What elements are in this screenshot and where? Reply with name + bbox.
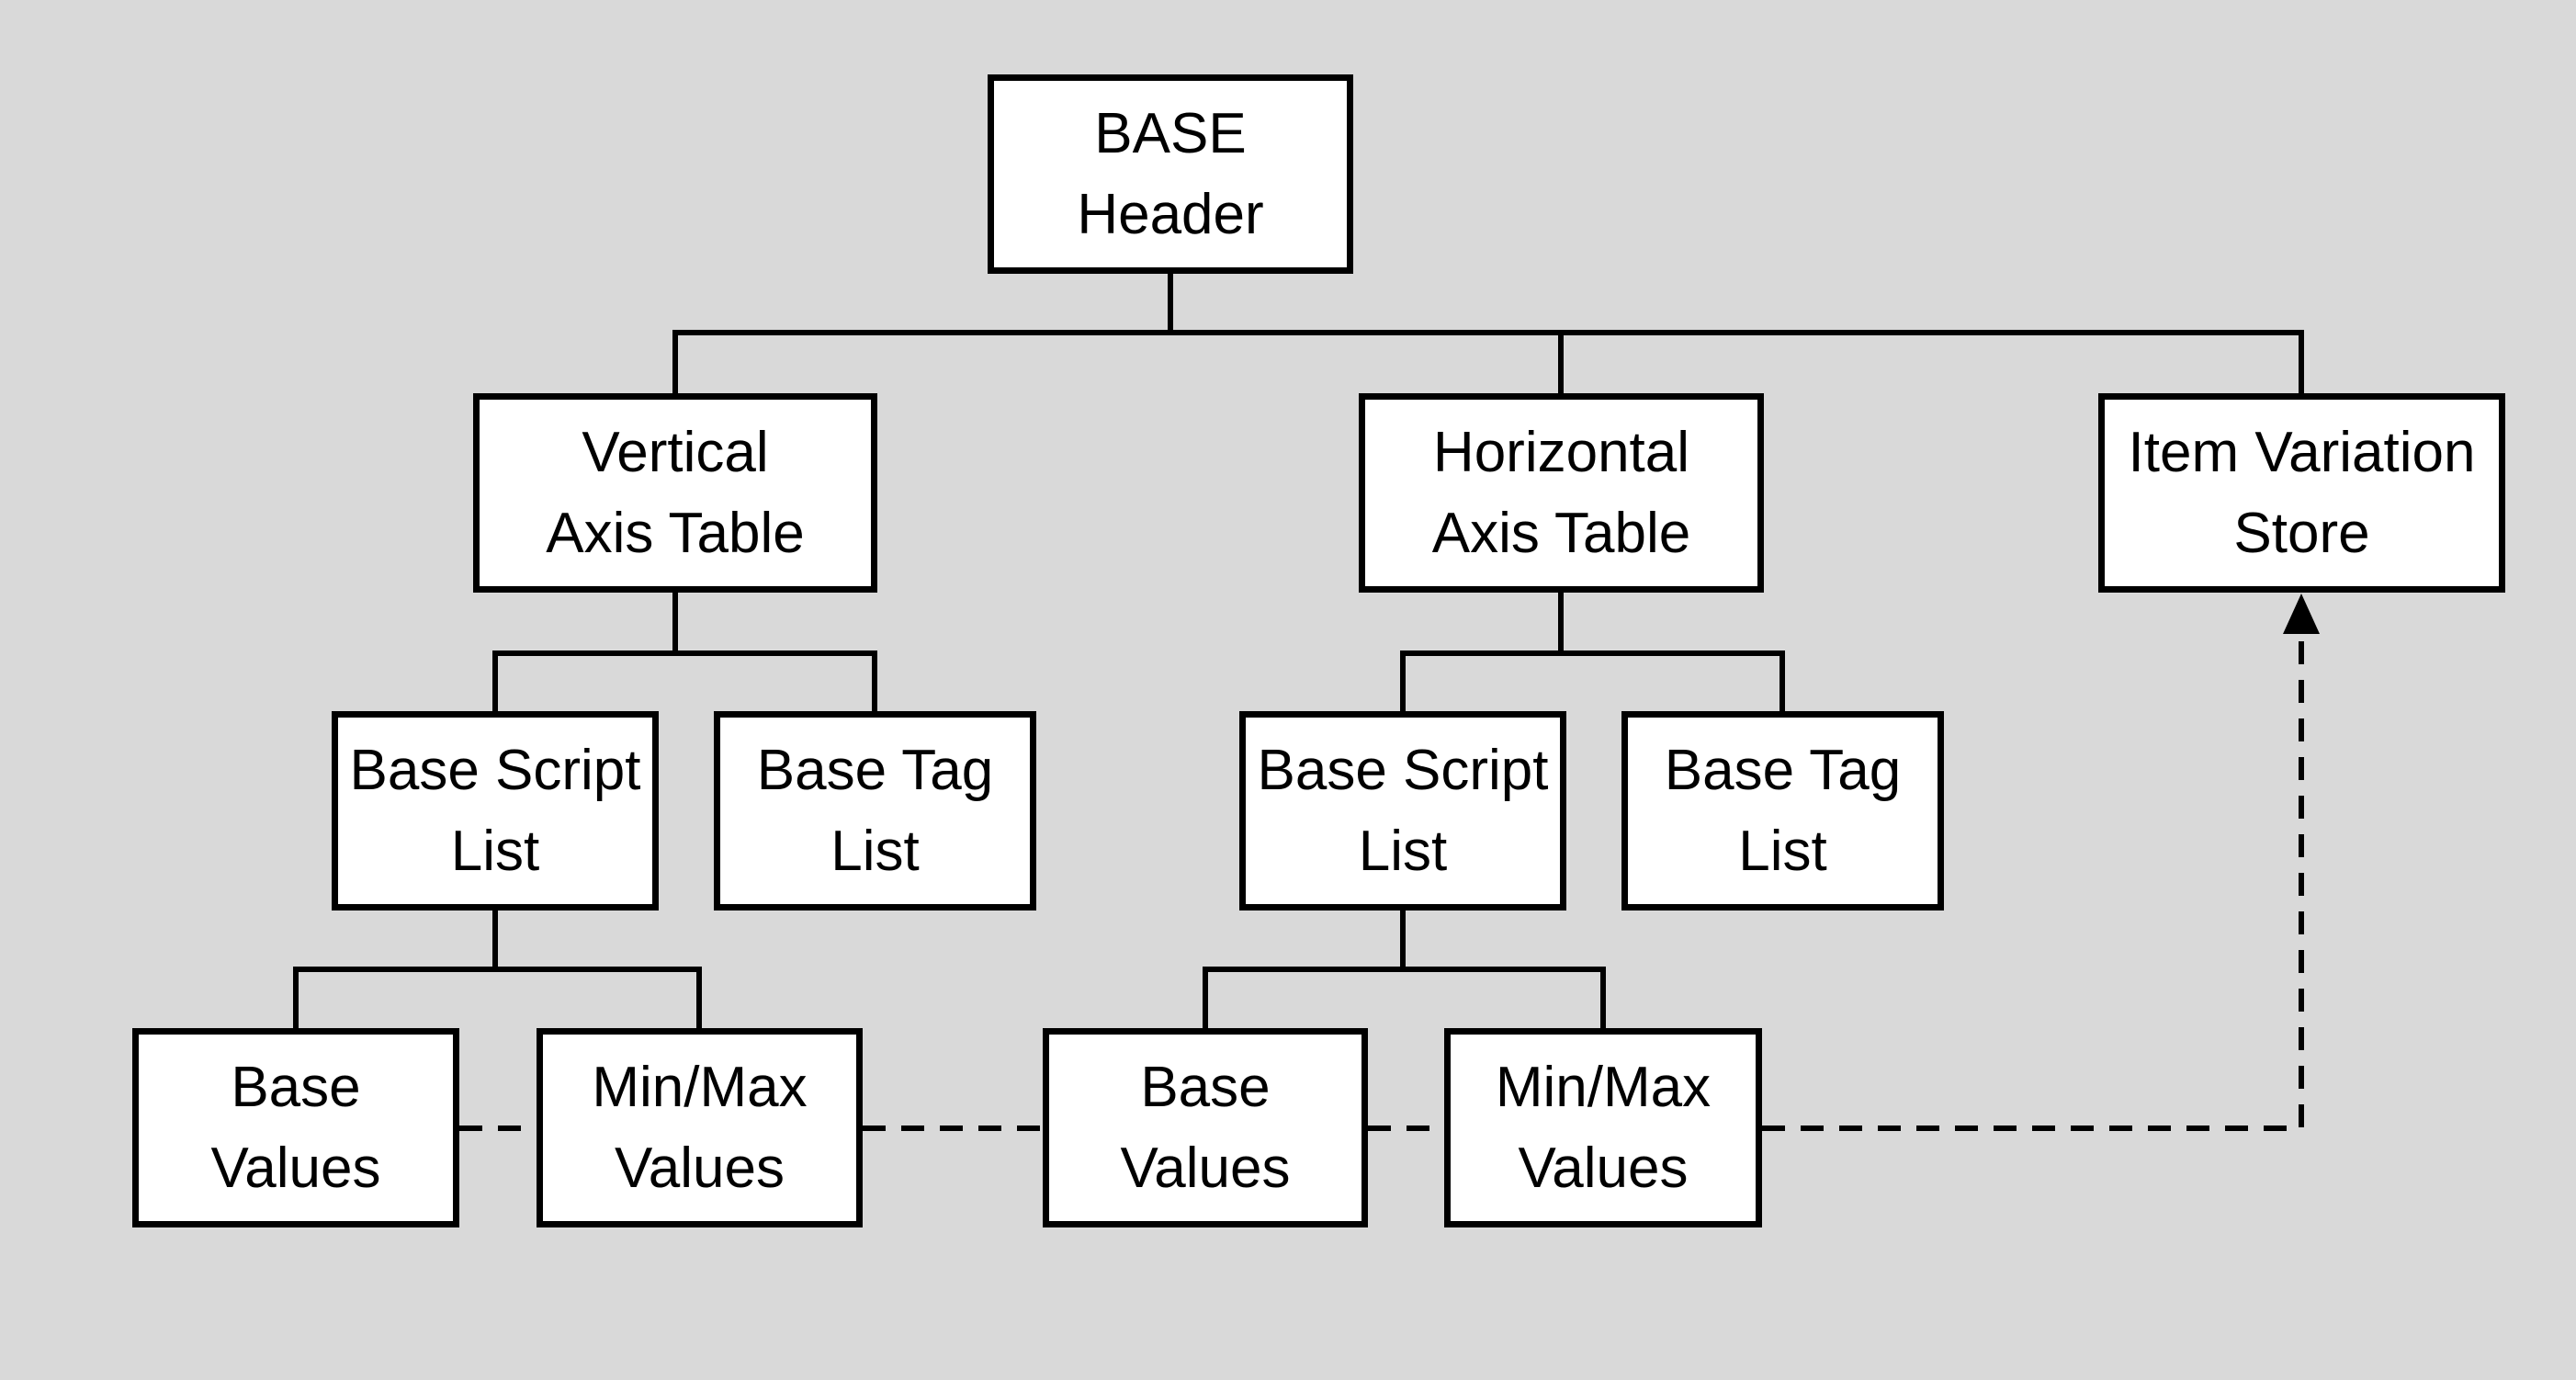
node-label: BASE Header: [1077, 101, 1264, 246]
node-label: Base Script List: [1257, 738, 1549, 883]
node-label: Vertical Axis Table: [546, 420, 805, 565]
node-vertical-base-script-list: Base Script List: [332, 711, 659, 911]
node-label: Base Script List: [349, 738, 641, 883]
node-label: Base Tag List: [1664, 738, 1902, 883]
connector-horizontal-axis-children: [1400, 650, 1785, 711]
node-label: Horizontal Axis Table: [1431, 420, 1691, 565]
node-vertical-base-values: Base Values: [132, 1028, 459, 1227]
node-label: Base Tag List: [756, 738, 994, 883]
node-horizontal-base-tag-list: Base Tag List: [1621, 711, 1944, 911]
node-horizontal-base-script-list: Base Script List: [1239, 711, 1566, 911]
node-vertical-axis-table: Vertical Axis Table: [473, 393, 877, 593]
node-label: Min/Max Values: [592, 1055, 808, 1200]
node-vertical-base-tag-list: Base Tag List: [714, 711, 1036, 911]
connector-vertical-script-children: [293, 967, 702, 1028]
node-vertical-minmax-values: Min/Max Values: [537, 1028, 863, 1227]
node-label: Base Values: [210, 1055, 381, 1200]
node-horizontal-axis-table: Horizontal Axis Table: [1359, 393, 1764, 593]
node-label: Base Values: [1120, 1055, 1291, 1200]
node-label: Min/Max Values: [1495, 1055, 1712, 1200]
node-label: Item Variation Store: [2128, 420, 2476, 565]
dashed-link-to-item-variation-store: [1762, 630, 2304, 1131]
node-item-variation-store: Item Variation Store: [2098, 393, 2505, 593]
node-horizontal-base-values: Base Values: [1043, 1028, 1368, 1227]
node-horizontal-minmax-values: Min/Max Values: [1444, 1028, 1762, 1227]
connector-vertical-axis-children: [492, 650, 877, 711]
node-base-header: BASE Header: [988, 74, 1353, 274]
connector-horizontal-script-children: [1203, 967, 1606, 1028]
dashed-arrowhead-up: [2283, 594, 2320, 634]
connector-header-to-axis-tables: [672, 330, 2304, 393]
